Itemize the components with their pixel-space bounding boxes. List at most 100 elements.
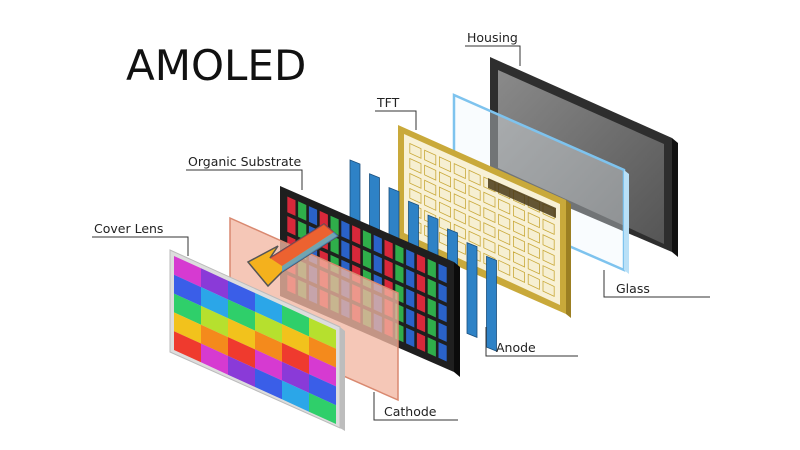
tft-cell xyxy=(527,211,540,229)
subpixel xyxy=(341,220,350,240)
housing-side xyxy=(672,138,678,257)
anode-strip xyxy=(486,255,497,352)
lens-color-cell xyxy=(255,368,282,400)
lens-color-cell xyxy=(201,324,228,356)
lens-color-cell xyxy=(174,293,201,325)
subpixel xyxy=(298,220,307,241)
lens-color-cell xyxy=(228,299,255,331)
subpixel xyxy=(416,332,426,352)
tft-cell xyxy=(453,162,466,180)
lens-color-cell xyxy=(255,293,282,325)
housing-screen xyxy=(498,70,664,244)
tft-cell xyxy=(453,193,466,210)
subpixel xyxy=(416,293,426,313)
tft-cell xyxy=(527,273,540,291)
lens-color-cell xyxy=(201,287,228,319)
subpixel xyxy=(427,317,436,338)
lens-color-cell xyxy=(255,349,282,381)
lens-color-cell xyxy=(201,343,228,375)
subpixel xyxy=(406,327,415,348)
tft-cell xyxy=(542,280,555,298)
tft-cell xyxy=(498,244,511,261)
subpixel xyxy=(395,264,404,284)
label-cathode: Cathode xyxy=(384,404,437,419)
tft-cell xyxy=(527,242,540,260)
tft-cell xyxy=(468,215,481,232)
cover-lens-color-grid xyxy=(174,256,336,424)
subpixel xyxy=(427,298,436,318)
lens-color-cell xyxy=(309,336,336,368)
subpixel xyxy=(438,342,447,362)
label-cathode-group: Cathode xyxy=(373,392,458,421)
tft-cell xyxy=(438,171,452,188)
lens-color-cell xyxy=(309,317,336,349)
tft-cell xyxy=(424,149,437,166)
tft-cell xyxy=(468,169,481,186)
subpixel xyxy=(427,258,436,279)
anode-strip xyxy=(466,242,478,338)
subpixel xyxy=(362,249,372,270)
lens-color-cell xyxy=(228,355,255,387)
lens-color-cell xyxy=(255,311,282,343)
tft-cell xyxy=(453,223,466,240)
tft-cell xyxy=(453,178,466,195)
tft-cell xyxy=(424,164,437,181)
tft-cell xyxy=(409,172,422,189)
cover-lens-side xyxy=(340,327,345,431)
tft-cell xyxy=(468,184,481,202)
label-organic-substrate-group: Organic Substrate xyxy=(186,154,303,190)
glass-edge xyxy=(624,170,629,274)
lens-color-cell xyxy=(282,305,309,337)
leader-glass xyxy=(603,270,710,298)
tft-cell xyxy=(409,142,422,159)
subpixel xyxy=(384,259,393,279)
subpixel xyxy=(427,278,436,298)
subpixel xyxy=(416,312,426,333)
subpixel xyxy=(352,244,361,265)
lens-color-cell xyxy=(201,305,228,338)
light-arrow-highlight-2 xyxy=(282,232,338,272)
lens-color-cell xyxy=(174,274,201,306)
tft-cell xyxy=(527,258,540,275)
cover-lens-layer xyxy=(169,249,345,431)
subpixel xyxy=(406,308,415,328)
label-tft-group: TFT xyxy=(375,95,417,130)
tft-cell xyxy=(424,179,437,196)
lens-color-cell xyxy=(309,355,336,387)
leader-housing xyxy=(465,45,521,66)
diagram-title: AMOLED xyxy=(126,41,306,90)
subpixel xyxy=(384,239,393,260)
tft-cell xyxy=(498,229,511,246)
substrate-side xyxy=(454,262,460,377)
subpixel xyxy=(362,230,372,250)
subpixel xyxy=(341,240,350,260)
subpixel xyxy=(352,225,361,245)
subpixel xyxy=(298,201,307,221)
lens-color-cell xyxy=(174,312,201,344)
label-glass: Glass xyxy=(616,281,650,296)
tft-cell xyxy=(438,156,452,173)
label-housing: Housing xyxy=(467,30,518,45)
subpixel xyxy=(406,268,415,289)
tft-cell xyxy=(513,235,525,253)
tft-cell xyxy=(483,237,496,254)
tft-driver-strip xyxy=(488,178,556,218)
leader-anode xyxy=(485,327,578,357)
tft-cell xyxy=(409,157,422,174)
subpixel xyxy=(395,244,404,264)
tft-cell xyxy=(542,249,555,267)
label-organic-substrate: Organic Substrate xyxy=(188,154,301,169)
tft-cell xyxy=(438,201,452,218)
tft-cell xyxy=(498,213,511,231)
subpixel xyxy=(330,215,339,236)
light-arrow-highlight xyxy=(270,224,334,266)
subpixel xyxy=(373,234,382,255)
tft-cell xyxy=(542,265,555,282)
tft-cell xyxy=(483,191,496,208)
leader-cover-lens xyxy=(92,236,189,256)
subpixel xyxy=(287,196,296,216)
light-arrow xyxy=(246,223,340,288)
subpixel xyxy=(416,254,426,274)
lens-color-cell xyxy=(255,330,282,362)
